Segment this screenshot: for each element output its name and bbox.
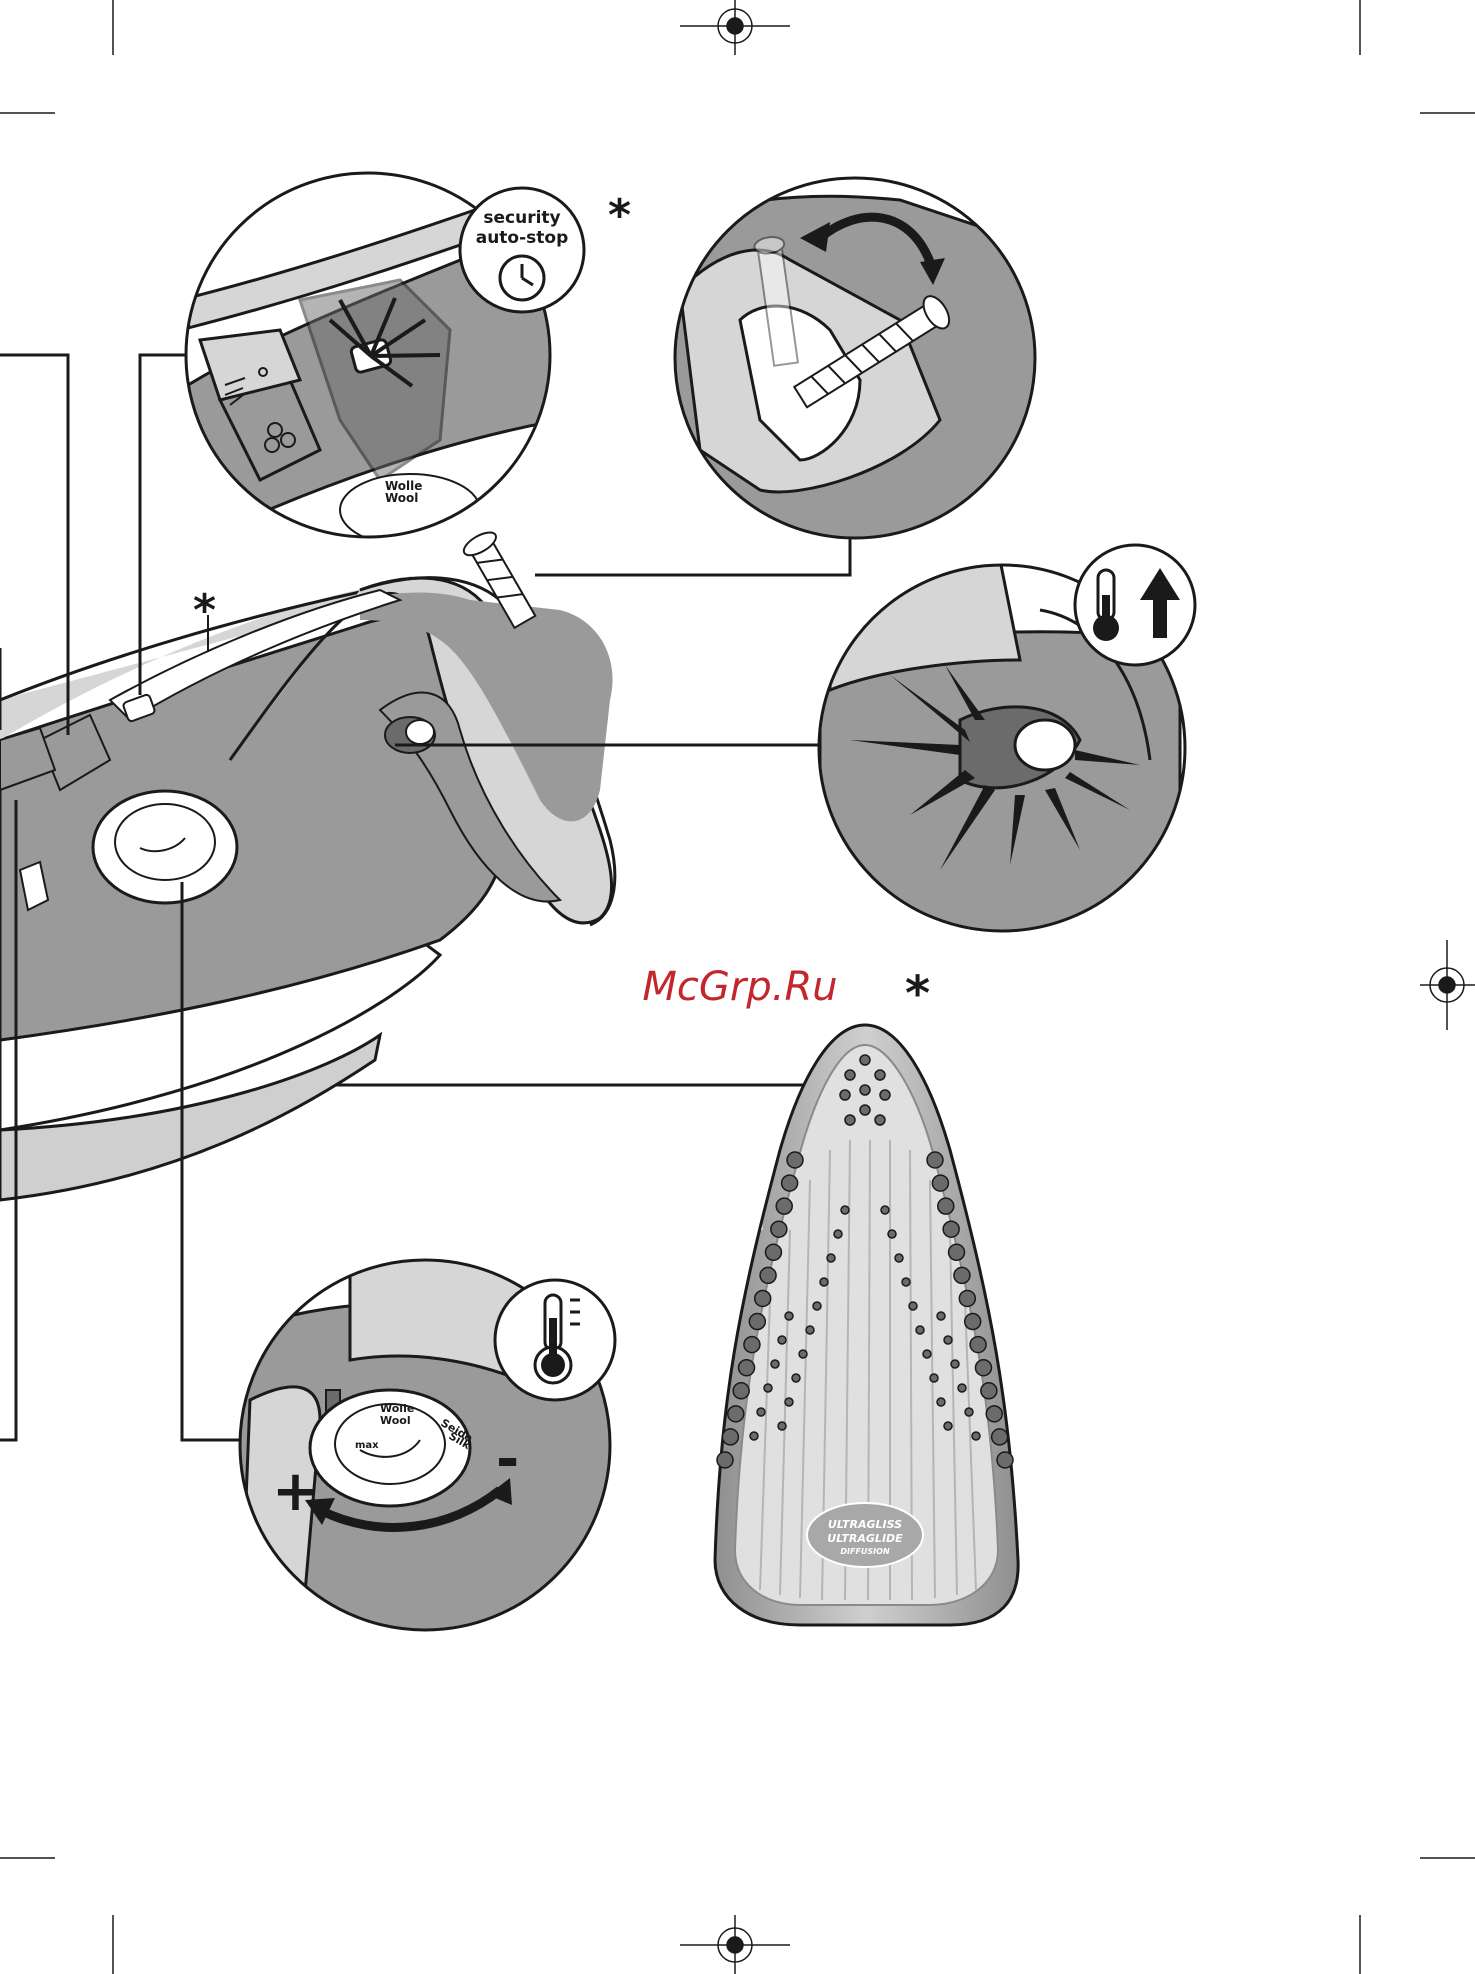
steam-hole xyxy=(972,1432,980,1440)
steam-hole xyxy=(875,1115,885,1125)
steam-hole xyxy=(932,1175,948,1191)
decrease-sign: - xyxy=(496,1427,519,1492)
steam-hole xyxy=(965,1408,973,1416)
steam-hole xyxy=(717,1452,733,1468)
steam-hole xyxy=(841,1206,849,1214)
steam-hole xyxy=(981,1383,997,1399)
steam-hole xyxy=(778,1422,786,1430)
steam-hole xyxy=(785,1398,793,1406)
steam-hole xyxy=(776,1198,792,1214)
steam-hole xyxy=(757,1408,765,1416)
steam-hole xyxy=(782,1175,798,1191)
thermometer-up-badge xyxy=(1075,545,1195,665)
watermark: McGrp.Ru xyxy=(642,964,837,1010)
steam-hole xyxy=(902,1278,910,1286)
steam-hole xyxy=(771,1221,787,1237)
steam-hole xyxy=(927,1152,943,1168)
steam-hole xyxy=(845,1115,855,1125)
steam-hole xyxy=(951,1360,959,1368)
steam-hole xyxy=(895,1254,903,1262)
steam-hole xyxy=(965,1314,981,1330)
steam-hole xyxy=(997,1452,1013,1468)
asterisk-note: * xyxy=(608,190,631,241)
crosshair-icon xyxy=(680,1915,790,1974)
steam-hole xyxy=(728,1406,744,1422)
steam-hole xyxy=(834,1230,842,1238)
steam-hole xyxy=(792,1374,800,1382)
detail-circle-thermostat-light xyxy=(819,545,1195,940)
steam-hole xyxy=(787,1152,803,1168)
increase-sign: + xyxy=(272,1459,319,1524)
badge-line-security: security xyxy=(483,208,560,228)
thermometer-icon xyxy=(1093,570,1119,641)
steam-hole xyxy=(992,1429,1008,1445)
dial-label-wool-zoom: Wool xyxy=(380,1414,411,1427)
dial-label-wool: Wool xyxy=(385,491,418,505)
dial-label-max: max xyxy=(355,1440,379,1451)
steam-hole xyxy=(827,1254,835,1262)
steam-hole xyxy=(722,1429,738,1445)
steam-hole xyxy=(739,1360,755,1376)
steam-hole xyxy=(749,1314,765,1330)
steam-hole xyxy=(764,1384,772,1392)
steam-hole xyxy=(778,1336,786,1344)
steam-hole xyxy=(750,1432,758,1440)
detail-circle-auto-stop: Wolle Wool security auto-stop * xyxy=(180,173,631,546)
crosshair-icon xyxy=(1420,940,1475,1030)
steam-hole xyxy=(888,1230,896,1238)
steam-hole xyxy=(937,1312,945,1320)
steam-hole xyxy=(771,1360,779,1368)
steam-hole xyxy=(944,1422,952,1430)
asterisk-soleplate: * xyxy=(905,966,930,1022)
steam-hole xyxy=(765,1244,781,1260)
steam-hole xyxy=(813,1302,821,1310)
steam-hole xyxy=(937,1398,945,1406)
steam-hole xyxy=(959,1290,975,1306)
detail-circle-temperature-dial: Wolle Wool Seide Silk max + - xyxy=(240,1260,620,1650)
steam-hole xyxy=(860,1105,870,1115)
steam-hole xyxy=(909,1302,917,1310)
steam-hole xyxy=(954,1267,970,1283)
asterisk-handle: * xyxy=(193,585,216,636)
steam-hole xyxy=(733,1383,749,1399)
steam-hole xyxy=(880,1090,890,1100)
steam-hole xyxy=(840,1090,850,1100)
steam-hole xyxy=(958,1384,966,1392)
steam-hole xyxy=(970,1337,986,1353)
steam-hole xyxy=(943,1221,959,1237)
crosshair-icon xyxy=(680,0,790,55)
security-auto-stop-badge: security auto-stop xyxy=(460,188,584,312)
steam-hole xyxy=(860,1055,870,1065)
steam-hole xyxy=(949,1244,965,1260)
iron-body xyxy=(0,528,615,1200)
steam-hole xyxy=(881,1206,889,1214)
soleplate: * ULTRAGLISS ULTRAGLIDE DIFFUSION xyxy=(715,966,1018,1625)
steam-hole xyxy=(923,1350,931,1358)
steam-hole xyxy=(806,1326,814,1334)
thermometer-badge xyxy=(495,1280,615,1400)
steam-hole xyxy=(760,1267,776,1283)
steam-hole xyxy=(820,1278,828,1286)
steam-hole xyxy=(845,1070,855,1080)
steam-hole xyxy=(986,1406,1002,1422)
soleplate-brand-gliss: ULTRAGLISS xyxy=(828,1518,902,1531)
badge-line-auto-stop: auto-stop xyxy=(476,228,569,248)
steam-hole xyxy=(916,1326,924,1334)
detail-circle-anti-calc xyxy=(660,178,1050,560)
steam-hole xyxy=(860,1085,870,1095)
soleplate-brand-glide: ULTRAGLIDE xyxy=(827,1532,903,1545)
steam-hole xyxy=(744,1337,760,1353)
steam-hole xyxy=(799,1350,807,1358)
soleplate-brand-diffusion: DIFFUSION xyxy=(840,1547,890,1556)
steam-hole xyxy=(755,1290,771,1306)
steam-hole xyxy=(944,1336,952,1344)
steam-hole xyxy=(875,1070,885,1080)
steam-hole xyxy=(938,1198,954,1214)
steam-hole xyxy=(930,1374,938,1382)
steam-hole xyxy=(975,1360,991,1376)
steam-hole xyxy=(785,1312,793,1320)
